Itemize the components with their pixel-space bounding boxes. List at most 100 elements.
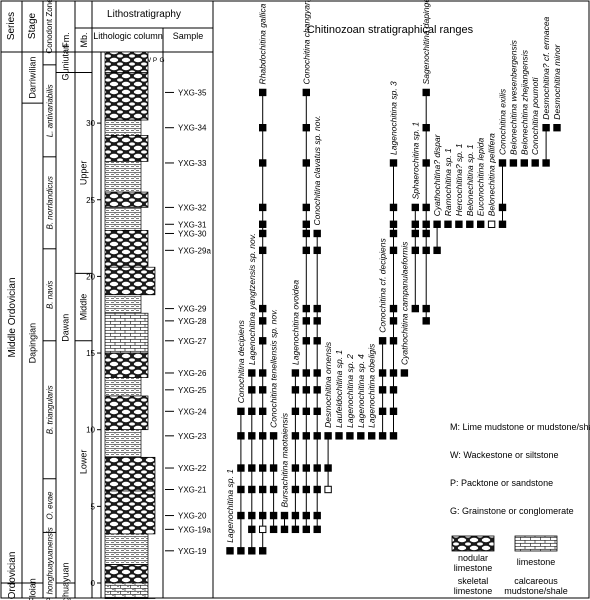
occurrence-marker <box>422 304 430 313</box>
occurrence-marker <box>302 485 311 494</box>
legend-label-limestone: limestone <box>517 557 556 567</box>
occurrence-marker <box>346 432 354 440</box>
occurrence-marker <box>259 88 267 97</box>
occurrence-marker <box>302 464 311 472</box>
sample-label-yxg-27: YXG-27 <box>178 337 207 346</box>
taxon-label-lagenochitina-ovoidea: Lagenochitina ovoidea <box>290 280 300 365</box>
taxon-range-desmochitina-cf-ermacea: Desmochitina? cf. ermacea <box>541 16 551 167</box>
occurrence-marker <box>313 464 321 472</box>
depth-tick-label: 15 <box>86 349 95 358</box>
legend-swatch-limestone <box>514 535 558 552</box>
occurrence-marker <box>248 525 256 534</box>
occurrence-marker <box>498 203 507 212</box>
occurrence-marker <box>302 203 311 212</box>
occurrence-marker <box>422 159 430 167</box>
occurrence-marker <box>269 485 278 494</box>
taxon-range-lagenochitina-sp-1: Lagenochitina sp. 1 <box>225 469 235 555</box>
legend-g: G: Grainstone or conglomerate <box>450 506 574 516</box>
occurrence-marker <box>248 511 256 520</box>
lithology-unit-nodular <box>104 266 156 296</box>
taxon-range-cyathochitina-dispar: Cyathochitina? dispar <box>432 133 442 255</box>
occurrence-marker <box>335 432 343 440</box>
legend-swatch-nodular <box>451 535 495 552</box>
occurrence-marker <box>389 229 398 238</box>
taxon-label-desmochitina-ornensis: Desmochitina ornensis <box>323 341 333 428</box>
taxon-label-belonechitina-pellifera: Belonechitina pellifera <box>487 133 497 216</box>
depth-tick-label: 10 <box>86 426 95 435</box>
taxon-label-lagenochitina-sp-2: Lagenochitina sp. 2 <box>345 354 355 428</box>
occurrence-marker <box>324 432 332 440</box>
occurrence-marker <box>542 159 550 167</box>
occurrence-marker <box>259 304 267 313</box>
occurrence-marker <box>248 386 256 394</box>
occurrence-marker <box>259 123 267 132</box>
occurrence-marker <box>400 369 409 377</box>
member-middle: Middle <box>79 294 89 321</box>
occurrence-marker <box>422 229 430 238</box>
occurrence-marker <box>259 369 267 377</box>
taxon-range-lagenochitina-yangtzensis-sp-nov: Lagenochitina yangtzensis sp. nov. <box>247 233 257 555</box>
zone-o-evae: O. evae <box>45 491 54 520</box>
sample-label-yxg-21: YXG-21 <box>178 485 207 494</box>
occurrence-marker <box>433 220 441 228</box>
sample-label-yxg-28: YXG-28 <box>178 317 207 326</box>
taxon-range-belonechitina-pellifera: Belonechitina pellifera <box>487 133 497 228</box>
zone-p-honghuayuanensis: P. honghuayuanensis <box>45 527 54 600</box>
header-series: Series <box>6 12 17 40</box>
occurrence-marker <box>422 88 430 97</box>
occurrence-marker <box>248 485 256 494</box>
occurrence-marker <box>542 123 550 132</box>
formation-honghuayuan: Honghuayuan <box>61 562 71 600</box>
occurrence-marker <box>378 407 387 416</box>
header-lithologic-column: Lithologic column <box>93 31 163 41</box>
occurrence-marker <box>313 407 321 416</box>
stage-darriwilian: Darriwilian <box>28 57 38 99</box>
lithology-unit-nodular <box>104 395 149 431</box>
occurrence-marker <box>411 220 420 228</box>
taxon-range-conochitina-poumoti: Conochitina poumoti <box>530 76 540 167</box>
legend-m: M: Lime mudstone or mudstone/shale <box>450 422 590 432</box>
taxon-label-belonechitina-wesenbergensis: Belonechitina wesenbergensis <box>508 39 518 155</box>
taxon-range-desmochitina-minor: Desmochitina minor <box>552 43 562 132</box>
lithology-unit-nodular <box>104 564 149 584</box>
sample-label-yxg-31: YXG-31 <box>178 220 207 229</box>
taxon-label-hercochitina-sp-1: Hercochitina? sp. 1 <box>454 143 464 216</box>
taxon-label-cyathochitina-campanulaeformis: Cyathochitina campanulaeformis <box>399 241 409 365</box>
lithology-unit-nodular <box>104 72 149 121</box>
occurrence-marker <box>291 464 300 472</box>
sample-label-yxg-26: YXG-26 <box>178 369 207 378</box>
occurrence-marker <box>389 203 398 212</box>
texture-code-p: P <box>153 57 157 64</box>
lithology-unit-nodular <box>104 51 149 73</box>
taxon-range-desmochitina-ornensis: Desmochitina ornensis <box>323 341 333 494</box>
taxon-label-ramochitina-sp-1: Ramochitina sp. 1 <box>443 148 453 216</box>
occurrence-marker <box>259 220 267 228</box>
occurrence-marker <box>313 525 321 534</box>
taxon-range-conochitina-exilis: Conochitina exilis <box>498 88 508 228</box>
taxon-label-euconochitina-lepida: Euconochitina lepida <box>476 138 486 217</box>
texture-code-w: W <box>145 57 152 64</box>
sample-label-yxg-32: YXG-32 <box>178 203 207 212</box>
member-lower: Lower <box>79 450 89 475</box>
header-mb: Mb. <box>79 32 89 47</box>
taxon-label-conochitina-tenellensis-sp-nov: Conochitina tenellensis sp. nov. <box>269 309 279 428</box>
occurrence-marker <box>248 407 256 416</box>
occurrence-marker <box>259 337 267 345</box>
sample-column: YXG-35YXG-34YXG-33YXG-32YXG-31YXG-30YXG-… <box>165 88 211 556</box>
taxon-range-hercochitina-sp-1: Hercochitina? sp. 1 <box>454 143 464 228</box>
texture-code-g: G <box>159 57 164 64</box>
occurrence-marker <box>280 525 289 534</box>
occurrence-marker <box>291 432 300 440</box>
taxon-range-laufeldochitina-sp-1: Laufeldochitina sp. 1 <box>334 350 344 440</box>
occurrence-marker <box>259 246 267 255</box>
taxon-range-euconochitina-lepida: Euconochitina lepida <box>476 138 486 228</box>
occurrence-marker <box>378 369 387 377</box>
occurrence-marker <box>248 547 256 555</box>
occurrence-marker <box>302 229 311 238</box>
occurrence-marker <box>302 220 311 228</box>
occurrence-marker <box>302 432 311 440</box>
occurrence-marker <box>259 317 267 325</box>
occurrence-marker <box>302 304 311 313</box>
